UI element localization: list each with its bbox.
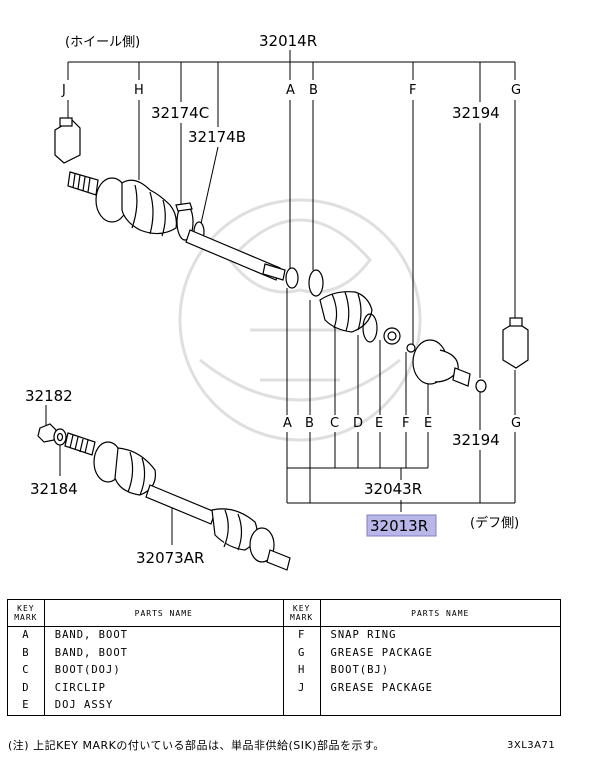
part-label-32013R[interactable]: 32013R: [370, 517, 428, 535]
part-label-32194-top: 32194: [452, 104, 500, 122]
bottom-letter-f: F: [402, 416, 409, 431]
wheel-side-label: (ホイール側): [65, 35, 140, 50]
part-label-32073AR: 32073AR: [136, 549, 204, 567]
watermark-logo: [178, 198, 422, 442]
table-row: D CIRCLIP J GREASE PACKAGE: [7, 679, 561, 697]
key-mark-cell: B: [7, 644, 45, 662]
parts-name-header-right: PARTS NAME: [319, 599, 561, 627]
parts-name-cell: DOJ ASSY: [43, 697, 284, 715]
parts-name-cell: BAND, BOOT: [43, 626, 284, 645]
key-mark-header: KEY MARK: [7, 599, 45, 627]
parts-name-cell: SNAP RING: [319, 626, 561, 645]
parts-name-cell: GREASE PACKAGE: [319, 679, 561, 697]
key-mark-cell: H: [282, 662, 321, 680]
table-row: A BAND, BOOT F SNAP RING: [7, 626, 561, 645]
parts-name-cell: BOOT(DOJ): [43, 662, 284, 680]
parts-legend-table: KEY MARK PARTS NAME KEY MARK PARTS NAME …: [7, 599, 561, 716]
exploded-parts-diagram: (ホイール側) 32014R 32174C 32174B 32194 32194…: [25, 32, 529, 571]
bottom-letter-e2: E: [424, 416, 432, 431]
part-label-32174C: 32174C: [151, 104, 209, 122]
key-mark-cell: A: [7, 626, 45, 645]
parts-name-cell: [319, 697, 561, 715]
part-label-32182: 32182: [25, 387, 73, 405]
top-letter-h: H: [134, 83, 144, 98]
top-letter-j: J: [61, 83, 66, 98]
lower-drive-shaft-assembly: [37, 423, 291, 571]
key-mark-cell: G: [282, 644, 321, 662]
diff-side-label: (デフ側): [470, 515, 519, 531]
parts-name-cell: BAND, BOOT: [43, 644, 284, 662]
top-letter-g: G: [511, 83, 521, 98]
bottom-letter-e: E: [375, 416, 383, 431]
parts-name-cell: BOOT(BJ): [319, 662, 561, 680]
top-letter-a: A: [286, 83, 295, 98]
figure-code: 3XL3A71: [507, 740, 556, 751]
key-mark-cell: [282, 697, 321, 715]
table-row: E DOJ ASSY: [7, 697, 561, 715]
top-letter-b: B: [309, 83, 318, 98]
table-row: B BAND, BOOT G GREASE PACKAGE: [7, 644, 561, 662]
top-letter-f: F: [409, 83, 416, 98]
bottom-letter-c: C: [330, 416, 339, 431]
highlight-box-32013R: [366, 514, 437, 537]
key-mark-header-line1: KEY: [17, 604, 35, 613]
part-label-32174B: 32174B: [188, 128, 246, 146]
parts-name-cell: CIRCLIP: [43, 679, 284, 697]
footnote: (注) 上記KEY MARKの付いている部品は、単品非供給(SIK)部品を示す。: [8, 739, 385, 752]
bottom-letter-b: B: [305, 416, 314, 431]
key-mark-cell: D: [7, 679, 45, 697]
key-mark-header-right-line1: KEY: [292, 604, 311, 613]
key-mark-cell: J: [282, 679, 321, 697]
key-mark-header-right: KEY MARK: [282, 599, 321, 627]
part-label-32043R: 32043R: [364, 480, 422, 498]
upper-drive-shaft-assembly: [54, 117, 529, 393]
part-label-32194-bottom: 32194: [452, 431, 500, 449]
bottom-letter-g: G: [511, 416, 521, 431]
table-row: C BOOT(DOJ) H BOOT(BJ): [7, 662, 561, 680]
key-mark-cell: C: [7, 662, 45, 680]
parts-name-cell: GREASE PACKAGE: [319, 644, 561, 662]
key-mark-cell: E: [7, 697, 45, 715]
leader-lines: [45, 50, 516, 545]
key-mark-header-right-line2: MARK: [289, 613, 314, 622]
key-mark-header-line2: MARK: [14, 613, 38, 622]
parts-name-header: PARTS NAME: [43, 599, 284, 627]
part-label-32014R: 32014R: [259, 32, 317, 50]
bottom-letter-a: A: [283, 416, 292, 431]
part-label-32184: 32184: [30, 480, 78, 498]
bottom-letter-d: D: [353, 416, 363, 431]
key-mark-cell: F: [282, 626, 321, 645]
